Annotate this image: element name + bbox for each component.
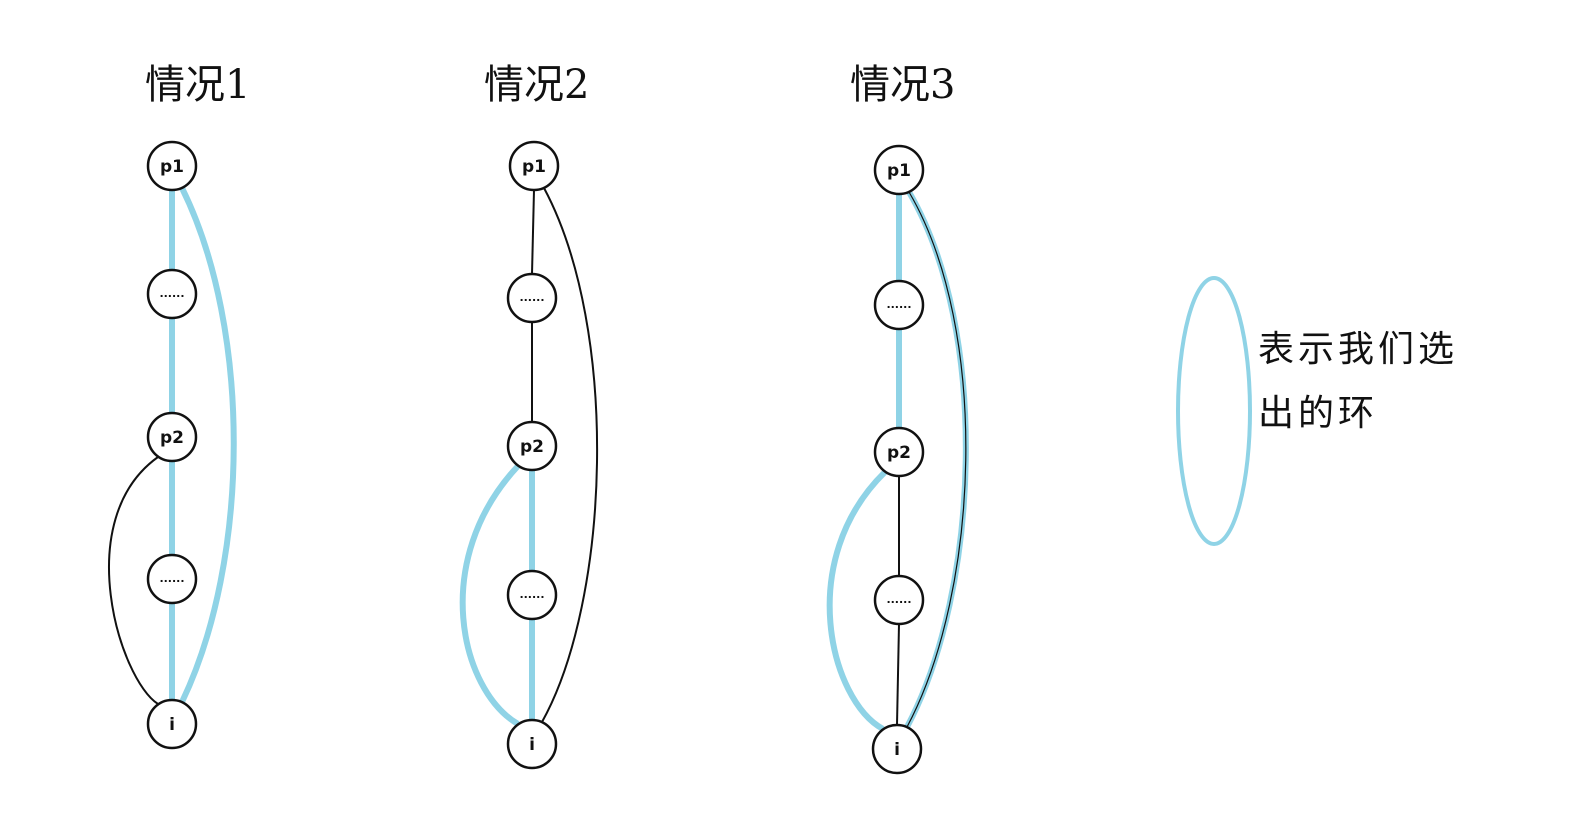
case-3-node-top <box>873 144 925 196</box>
case-1-node-label-mid2: ...... <box>159 572 184 585</box>
case-1-right-arc-highlight <box>179 186 237 704</box>
case-2-node-mid1 <box>506 272 558 324</box>
case-3-node-bottom <box>871 723 923 775</box>
case-1-left-arc <box>108 456 159 705</box>
case-3-node-label-mid2: ...... <box>886 593 911 606</box>
case-1-node-label-mid1: ...... <box>159 287 184 300</box>
case-3-left-arc <box>826 469 888 732</box>
case-3-node-mid1 <box>873 279 925 331</box>
case-2-node-label-bottom: i <box>529 735 535 755</box>
legend-text: 表示我们选 出的环 <box>1258 318 1458 446</box>
case-3-title: 情况3 <box>850 62 956 108</box>
case-3-node-label-p2: p2 <box>887 443 911 463</box>
case-1-node-bottom <box>146 698 198 750</box>
case-3-node-label-mid1: ...... <box>886 298 911 311</box>
case-1-node-p2 <box>146 411 198 463</box>
case-3-chain-edge-4 <box>896 623 900 726</box>
case-2-left-arc <box>459 463 521 727</box>
case-3-right-arc <box>906 191 967 728</box>
case-2-node-label-p2: p2 <box>520 437 544 457</box>
case-1-node-label-bottom: i <box>169 715 175 735</box>
case-1-node-mid2 <box>146 553 198 605</box>
case-1-node-label-p2: p2 <box>160 428 184 448</box>
case-3-node-label-bottom: i <box>894 740 900 760</box>
case-2-right-arc <box>541 187 598 723</box>
case-3-node-p2 <box>873 426 925 478</box>
case-3-node-label-top: p1 <box>887 161 911 181</box>
case-2-node-bottom <box>506 718 558 770</box>
case-3-node-mid2 <box>873 574 925 626</box>
case-2-node-label-top: p1 <box>522 157 546 177</box>
case-2-node-p2 <box>506 420 558 472</box>
case-1-node-label-top: p1 <box>160 157 184 177</box>
case-1-node-mid1 <box>146 268 198 320</box>
legend-ellipse <box>1176 276 1252 546</box>
case-2-node-label-mid1: ...... <box>519 291 544 304</box>
case-1-node-top <box>146 140 198 192</box>
case-2-title: 情况2 <box>484 62 590 108</box>
case-1-title: 情况1 <box>145 62 251 108</box>
case-2-node-label-mid2: ...... <box>519 588 544 601</box>
case-2-chain-edge-1 <box>531 189 535 275</box>
legend-line-2: 出的环 <box>1258 393 1379 434</box>
case-2-node-mid2 <box>506 569 558 621</box>
legend-line-1: 表示我们选 <box>1258 329 1459 370</box>
case-2-node-top <box>508 140 560 192</box>
